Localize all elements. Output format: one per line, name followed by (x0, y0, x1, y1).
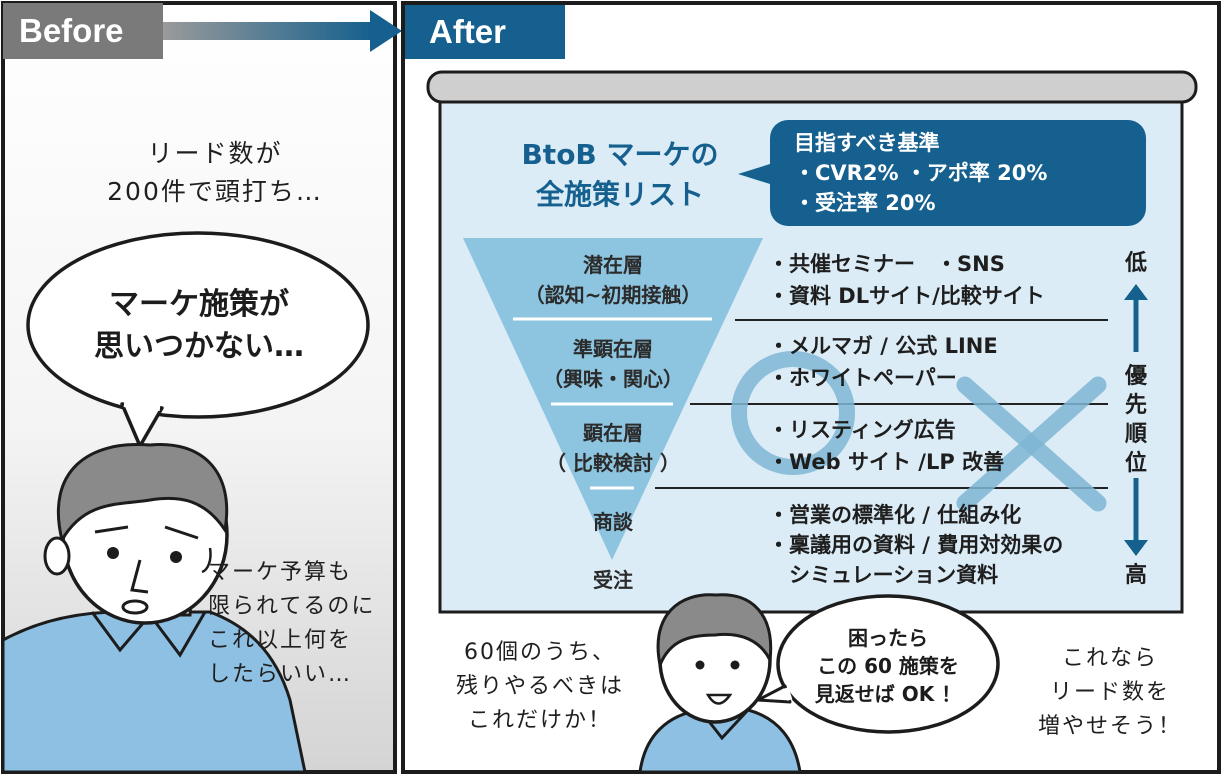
funnel-layer-2: 準顕在層 （興味・関心） (543, 337, 683, 391)
before-side-text: マーケ予算も 限られてるのに これ以上何を したらいい… (208, 560, 376, 687)
circle-mark-icon (731, 351, 855, 475)
funnel-layer-5: 受注 (593, 568, 633, 592)
priority-high: 高 (1124, 563, 1147, 588)
priority-label: 優 先 順 位 (1124, 364, 1147, 476)
criteria-text: 目指すべき基準 ・CVR2% ・アポ率 20% ・受注率 20% (794, 131, 1048, 215)
before-character-shirt (1, 610, 307, 774)
priority-low: 低 (1124, 251, 1147, 276)
transition-arrow-shaft (163, 22, 373, 40)
list-title: BtoB マーケの 全施策リスト (521, 138, 719, 211)
criteria-box (770, 120, 1146, 226)
before-tag-bg (3, 3, 163, 59)
before-speech-bubble (26, 231, 370, 419)
tactics-layer-2: ・メルマガ / 公式 LINE ・ホワイトペーパー (768, 334, 998, 390)
funnel-layer-3: 顕在層 （ 比較検討 ） (546, 421, 680, 475)
after-right-text: これなら リード数を 増やせそう！ (1037, 646, 1182, 739)
before-speech-text: マーケ施策が 思いつかない… (94, 287, 304, 364)
before-character-hair (56, 442, 229, 545)
after-tag-bg (405, 5, 565, 59)
tactics-layer-3: ・リスティング広告 ・Web サイト /LP 改善 (768, 418, 1005, 474)
after-left-text: 60個のうち、 残りやるべきは これだけか！ (455, 640, 624, 733)
transition-arrow-head (370, 10, 402, 52)
tactics-layer-4: ・営業の標準化 / 仕組み化 ・稟議用の資料 / 費用対効果の シミュレーション… (768, 503, 1064, 587)
tactics-layer-1: ・共催セミナー ・SNS ・資料 DLサイト/比較サイト (768, 252, 1045, 308)
after-character-hair (656, 593, 773, 671)
after-speech-text: 困ったら この 60 施策を 見返せば OK ！ (814, 626, 962, 706)
funnel-layer-1: 潜在層 （認知~初期接触） (524, 253, 702, 307)
screen-roller (426, 70, 1198, 104)
after-tag: After (429, 13, 507, 50)
funnel-layer-4: 商談 (593, 510, 633, 534)
before-thought-text: リード数が 200件で頭打ち… (107, 139, 323, 206)
criteria-pointer (738, 164, 770, 184)
after-speech-bubble (776, 594, 1000, 734)
before-tag: Before (19, 12, 124, 49)
